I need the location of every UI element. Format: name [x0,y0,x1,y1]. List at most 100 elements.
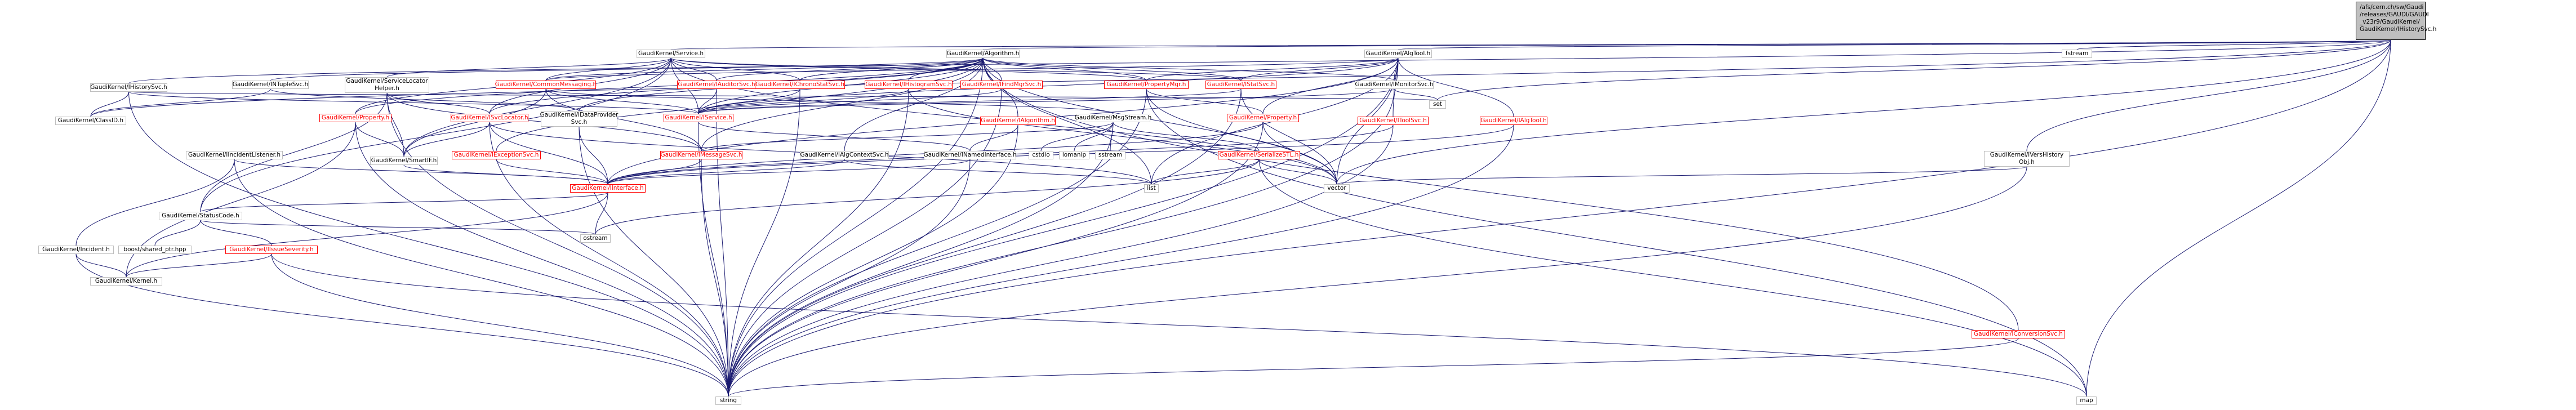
edge-ivershist-to-string [728,166,2027,397]
edge-service-to-ichrono [670,57,800,81]
edge-imessagesvc-to-string [701,159,729,397]
node-sstream[interactable]: sstream [1095,151,1125,159]
node-ihistorysvc[interactable]: GaudiKernel/IHistorySvc.h [90,83,167,92]
node-iexceptionsvc[interactable]: GaudiKernel/IExceptionSvc.h [452,151,541,159]
edge-iissue-to-map [271,253,2087,397]
edge-iexception-to-iinterface [496,159,608,185]
edge-incident-to-kernel [75,253,127,278]
edge-ialgcontext-to-list [844,159,1152,185]
edge-algtool-to-ialgtool [1398,57,1514,117]
node-iinterface[interactable]: GaudiKernel/IInterface.h [570,184,646,193]
edge-algo-to-iconverter [982,57,2019,331]
node-iservice[interactable]: GaudiKernel/IService.h [664,114,733,122]
node-iomanip[interactable]: iomanip [1059,151,1089,159]
node-itoolsvc[interactable]: GaudiKernel/IToolSvc.h [1358,117,1429,125]
node-string[interactable]: string [715,396,741,405]
edge-intuple-to-dataprov [270,88,580,112]
edge-commonmsg-to-smartif [403,88,546,157]
node-cstdio[interactable]: cstdio [1029,151,1053,159]
edge-commonmsg-to-msgstream [545,88,1114,114]
edge-algtool-to-istatsvc [1240,57,1399,81]
node-property-service[interactable]: GaudiKernel/Property.h [319,114,391,122]
edge-servlocator-to-isvclocator [386,92,490,114]
edge-propmgr-to-string [728,88,1147,397]
node-algtool[interactable]: GaudiKernel/AlgTool.h [1364,50,1432,58]
edge-ihist-to-iservice [128,91,699,114]
edge-msgstream-to-cstdio [1040,122,1114,151]
edge-ifindmgr-to-string [728,88,1002,397]
edge-iincident-to-incident [75,159,235,246]
edge-service-to-iauditor [670,57,717,81]
edge-iauditor-to-iservice [698,88,717,114]
node-boost-sharedptr[interactable]: boost/shared_ptr.hpp [118,246,192,254]
node-smartif[interactable]: GaudiKernel/SmartIF.h [370,157,438,165]
node-incident[interactable]: GaudiKernel/Incident.h [38,246,114,254]
node-iconversionsvc[interactable]: GaudiKernel/IConversionSvc.h [1972,330,2065,338]
node-vector[interactable]: vector [1324,184,1350,193]
node-ialgorithm[interactable]: GaudiKernel/IAlgorithm.h [980,117,1056,125]
node-serializestl[interactable]: GaudiKernel/SerializeSTL.h [1218,151,1300,159]
node-list[interactable]: list [1144,184,1159,193]
edge-istatsvc-to-iservice [698,88,1242,114]
edge-msgstream-to-imessagesvc [701,122,1114,151]
node-iauditorsvc[interactable]: GaudiKernel/IAuditorSvc.h [677,81,756,89]
node-ifindmgrsvc[interactable]: GaudiKernel/IFindMgrSvc.h [960,81,1043,89]
node-iversistoryobj[interactable]: GaudiKernel/IVersHistory Obj.h [1984,151,2070,167]
edge-algtool-to-property2 [1262,57,1399,114]
node-ihistogramsvc[interactable]: GaudiKernel/IHistogramSvc.h [865,81,953,89]
node-inamedinterface[interactable]: GaudiKernel/INamedInterface.h [923,151,1017,159]
edge-iservice-to-string [698,122,729,397]
edge-dataprov-to-string [579,126,729,397]
node-statuscode[interactable]: GaudiKernel/StatusCode.h [159,212,242,220]
edge-algo-to-iauditor [716,57,984,81]
node-fstream[interactable]: fstream [2062,50,2092,58]
edge-algtool-to-iservice [698,57,1399,114]
node-set[interactable]: set [1429,100,1446,109]
edge-property2-to-string [728,122,1263,397]
edge-statuscode-to-boostsp [154,220,201,246]
node-imessagesvc[interactable]: GaudiKernel/IMessageSvc.h [660,151,742,159]
edge-iinterface-to-statuscode [200,192,608,212]
node-propertymgr[interactable]: GaudiKernel/PropertyMgr.h [1104,81,1189,89]
edge-service-to-servlocator [386,57,671,78]
edge-algo-to-commonmsg [545,57,984,81]
node-ialgcontextsvc[interactable]: GaudiKernel/IAlgContextSvc.h [800,151,889,159]
node-algorithm[interactable]: GaudiKernel/Algorithm.h [946,50,1020,58]
node-iissueseverity[interactable]: GaudiKernel/IIssueSeverity.h [225,246,318,254]
edge-isvclocator-to-iinterface [489,122,608,185]
node-msgstream[interactable]: GaudiKernel/MsgStream.h [1074,114,1152,122]
node-ichronostatsvc[interactable]: GaudiKernel/IChronoStatSvc.h [755,81,845,89]
edge-ichrono-to-string [728,88,800,397]
edge-algo-to-property [355,57,984,114]
node-ostream[interactable]: ostream [580,234,611,243]
edge-algo-to-propmgr [982,57,1147,81]
edge-root-to-fstream [2076,39,2391,50]
edge-statuscode-to-iissue [200,220,272,246]
edge-algtool-to-commonmsg [545,57,1399,81]
node-map[interactable]: map [2076,396,2097,405]
edge-inamed-to-string [728,159,971,397]
node-classid[interactable]: GaudiKernel/ClassID.h [55,117,126,125]
node-intuplesvc[interactable]: GaudiKernel/INTupleSvc.h [232,81,309,89]
node-isvclocator[interactable]: GaudiKernel/ISvcLocator.h [451,114,528,122]
node-imonitorsvc[interactable]: GaudiKernel/IMonitorSvc.h [1355,81,1434,89]
node-idataprovidersvc[interactable]: GaudiKernel/IDataProvider Svc.h [540,111,619,127]
node-service[interactable]: GaudiKernel/Service.h [637,50,705,58]
node-commonmessaging[interactable]: GaudiKernel/CommonMessaging.h [495,81,597,89]
node-ialgtool[interactable]: GaudiKernel/IAlgTool.h [1480,117,1547,125]
edge-root-to-algtool [1398,39,2391,50]
edge-inamed-to-iinterface [607,159,971,185]
node-property-algtool[interactable]: GaudiKernel/Property.h [1227,114,1299,122]
node-servicelocatorhelper[interactable]: GaudiKernel/ServiceLocator Helper.h [345,77,429,93]
node-iincidentlistener[interactable]: GaudiKernel/IIncidentListener.h [186,151,283,159]
edge-algo-to-iexception [496,57,984,151]
edge-msgstream-to-iomanip [1074,122,1114,151]
edge-intuple-to-classid [90,88,271,117]
edge-iincident-to-string [234,159,729,397]
node-root-ihistorysvc[interactable]: /afs/cern.ch/sw/Gaudi /releases/GAUDI/GA… [2356,2,2436,40]
edge-ihistogram-to-string [728,88,909,397]
node-kernel[interactable]: GaudiKernel/Kernel.h [90,277,162,286]
node-istatsvc[interactable]: GaudiKernel/IStatSvc.h [1205,81,1276,89]
edge-root-to-set [1437,39,2391,101]
edge-service-to-statuscode [200,57,671,212]
